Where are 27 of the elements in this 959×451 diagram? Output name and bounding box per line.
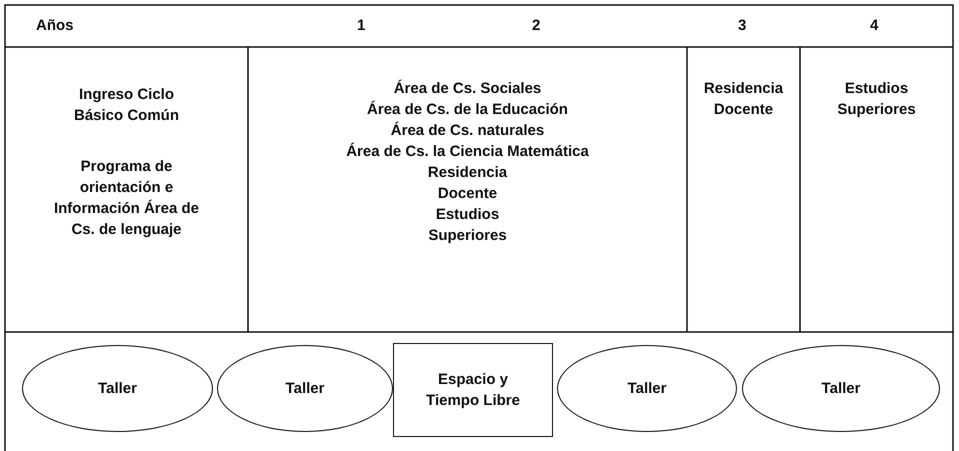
workshop-ellipse: [22, 345, 213, 432]
cell-text: Docente: [438, 184, 498, 204]
header-text: Años: [36, 16, 74, 36]
header-text: 1: [357, 16, 366, 36]
workshop-ellipse: [217, 345, 393, 432]
cell-text: Residencia Docente: [702, 79, 784, 120]
cell-text: Estudios Superiores: [836, 79, 917, 120]
header-text: 4: [870, 16, 878, 36]
cell-text: Área de Cs. de la Educación: [367, 100, 568, 120]
cell-text: Área de Cs. naturales: [390, 120, 544, 141]
cell-text: Área de Cs. la Ciencia Matemática: [346, 142, 589, 162]
cell-text: Taller: [286, 379, 324, 399]
workshop-ellipse: [742, 345, 940, 432]
free-time-box: [393, 343, 553, 437]
cell-text: Taller: [822, 379, 860, 399]
cell-text: Taller: [628, 379, 666, 399]
cell-text: Espacio y Tiempo Libre: [425, 370, 521, 411]
cell-text: Ingreso Ciclo Básico Común: [72, 85, 180, 126]
cell-text: Área de Cs. Sociales: [394, 78, 542, 99]
cell-text: Estudios: [436, 205, 500, 225]
cell-text: Taller: [98, 379, 137, 399]
header-text: 3: [738, 16, 746, 36]
header-text: 2: [532, 16, 540, 36]
cell-text: Superiores: [428, 226, 507, 246]
cell-text: Residencia: [428, 163, 508, 183]
workshop-ellipse: [557, 345, 737, 432]
cell-text: Programa de orientación e Información Área de Cs. de lenguaje: [52, 157, 200, 240]
